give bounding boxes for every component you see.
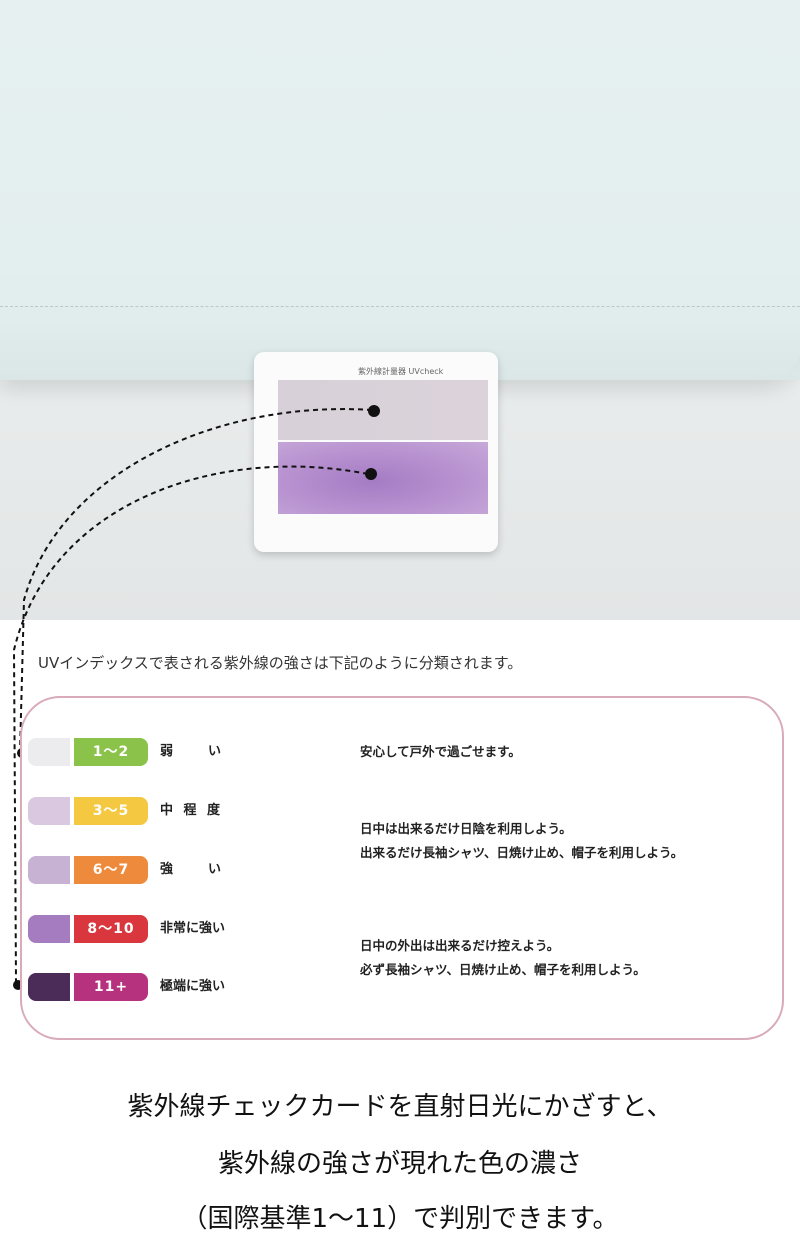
uv-check-card: 紫外線計量器 UVcheck bbox=[254, 352, 498, 552]
band-dot-dark bbox=[365, 468, 377, 480]
uv-level-label: 中 程 度 bbox=[160, 803, 224, 818]
advice-moderate-2: 出来るだけ長袖シャツ、日焼け止め、帽子を利用しよう。 bbox=[360, 845, 684, 860]
color-swatch bbox=[28, 973, 70, 1001]
uv-range-chip: 6～7 bbox=[74, 856, 148, 884]
caption-line-3: （国際基準1～11）で判別できます。 bbox=[181, 1204, 619, 1234]
uv-level-label: 非常に強い bbox=[160, 921, 226, 936]
uv-range-chip: 1～2 bbox=[74, 738, 148, 766]
advice-moderate-1: 日中は出来るだけ日陰を利用しよう。 bbox=[360, 821, 572, 836]
uv-range-chip: 11+ bbox=[74, 973, 148, 1001]
color-swatch bbox=[28, 915, 70, 943]
color-swatch bbox=[28, 856, 70, 884]
shirt-seam bbox=[0, 306, 800, 307]
shirt-hem bbox=[0, 0, 800, 380]
advice-strong-1: 日中の外出は出来るだけ控えよう。 bbox=[360, 938, 560, 953]
color-swatch bbox=[28, 738, 70, 766]
advice-strong-2: 必ず長袖シャツ、日焼け止め、帽子を利用しよう。 bbox=[360, 962, 646, 977]
uv-range-chip: 8～10 bbox=[74, 915, 148, 943]
caption-line-1: 紫外線チェックカードを直射日光にかざすと、 bbox=[127, 1092, 673, 1122]
advice-weak: 安心して戸外で過ごせます。 bbox=[360, 744, 521, 759]
connector-dark-band bbox=[12, 465, 369, 983]
uv-level-label: 弱 い bbox=[160, 744, 225, 759]
caption-line-2: 紫外線の強さが現れた色の濃さ bbox=[217, 1149, 582, 1179]
intro-text: UVインデックスで表される紫外線の強さは下記のように分類されます。 bbox=[38, 654, 523, 672]
card-band-after bbox=[278, 442, 488, 514]
card-band-before bbox=[278, 380, 488, 440]
uv-level-label: 強 い bbox=[160, 862, 225, 877]
band-dot-light bbox=[368, 405, 380, 417]
color-swatch bbox=[28, 797, 70, 825]
product-photo: 紫外線計量器 UVcheck bbox=[0, 0, 800, 620]
uv-range-chip: 3～5 bbox=[74, 797, 148, 825]
uv-level-label: 極端に強い bbox=[160, 979, 226, 994]
card-title: 紫外線計量器 UVcheck bbox=[358, 367, 444, 376]
connector-light-band bbox=[19, 408, 373, 753]
